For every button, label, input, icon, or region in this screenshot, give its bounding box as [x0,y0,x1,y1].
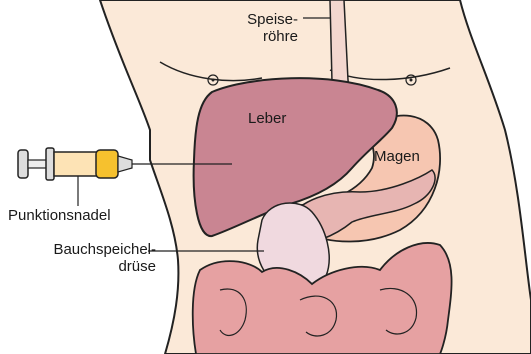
stomach-label: Magen [374,148,420,165]
needle-label: Punktionsnadel [8,207,111,224]
esophagus-label-line1: Speise- [232,11,298,28]
liver-label: Leber [248,110,286,127]
pancreas-label: Bauchspeichel- drüse [2,241,156,275]
pancreas-label-line1: Bauchspeichel- [2,241,156,258]
esophagus-label-line2: röhre [232,28,298,45]
esophagus-label: Speise- röhre [232,11,298,45]
pancreas-label-line2: drüse [2,258,156,275]
